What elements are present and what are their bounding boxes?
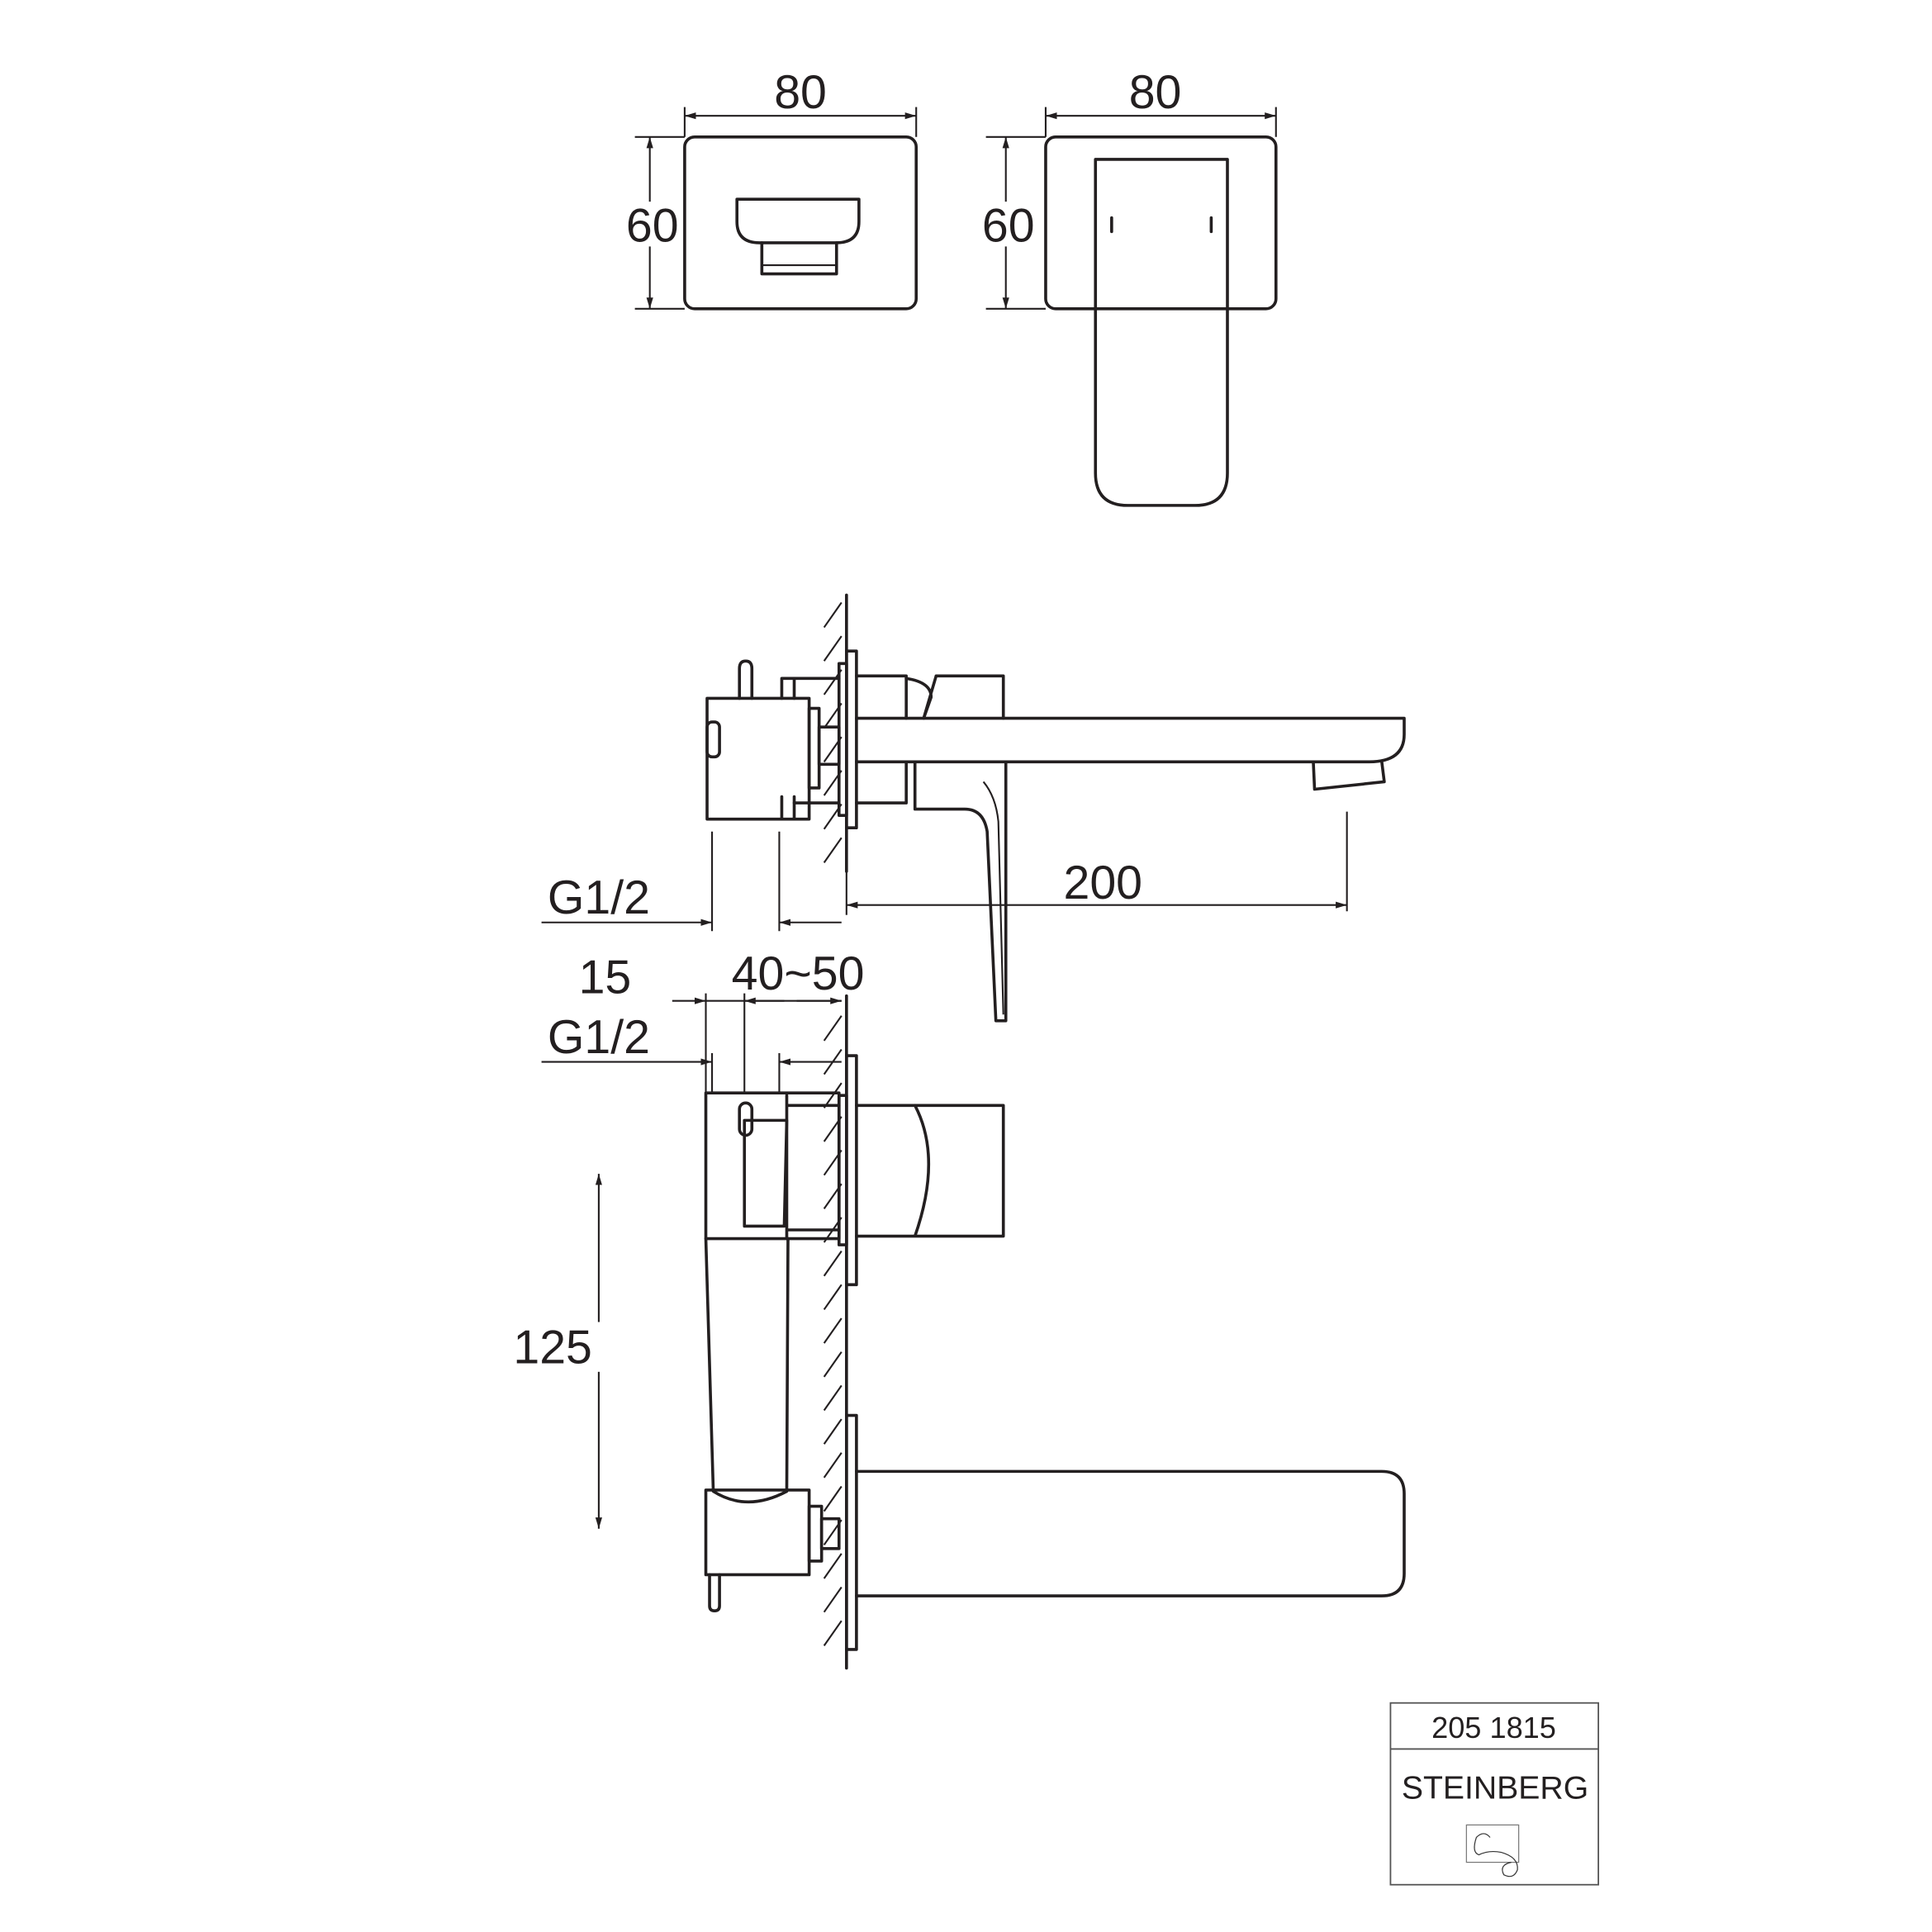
hatch-mark	[823, 837, 843, 864]
hatch-mark	[823, 1082, 843, 1108]
valve-pin	[738, 659, 754, 700]
article-number: 205 1815	[1431, 1711, 1556, 1744]
title-block: 205 1815 STEINBERG	[1389, 1702, 1600, 1886]
spout-neck	[855, 1104, 1005, 1238]
hatch-mark	[823, 1620, 843, 1646]
plan-view	[704, 994, 1406, 1670]
brand-logo-icon	[1465, 1824, 1520, 1877]
spout-wall-plate	[845, 1413, 858, 1651]
hatch-mark	[823, 635, 843, 662]
depth-dimension: 15 40~50	[579, 947, 865, 1094]
spout-body	[1094, 158, 1229, 507]
spout-body	[855, 674, 908, 805]
spout-arm	[855, 716, 1406, 764]
mixer-handle-top	[735, 197, 861, 244]
front-width-label: 80	[774, 66, 827, 119]
hatch-mark	[823, 601, 843, 629]
hatch-mark	[823, 1418, 843, 1445]
spacing-dimension: 125	[505, 1174, 602, 1529]
mixer-lever	[913, 760, 1008, 1023]
hatch-mark	[823, 1452, 843, 1479]
side-connection-label: G1/2	[548, 871, 650, 924]
spout-height-label: 60	[982, 199, 1035, 252]
hatch-mark	[823, 1586, 843, 1613]
hatch-mark	[823, 1015, 843, 1042]
hatch-mark	[823, 1485, 843, 1512]
mixer-handle-stem	[760, 241, 838, 276]
hatch-mark	[823, 1284, 843, 1311]
mixer-cover-plate	[683, 135, 919, 311]
offset-label: 15	[579, 952, 632, 1004]
spout-width-label: 80	[1129, 66, 1182, 119]
mixer-front-view	[683, 135, 919, 311]
spout-height-dimension: 60	[978, 135, 1046, 310]
hatch-mark	[823, 1384, 843, 1412]
hatch-mark	[823, 1048, 843, 1075]
spacing-label: 125	[513, 1321, 592, 1374]
spout-outlet	[1312, 760, 1386, 791]
plan-connection-label: G1/2	[548, 1011, 650, 1064]
hatch-mark	[823, 1351, 843, 1378]
projection-dimension: 200	[845, 811, 1348, 915]
depth-label: 40~50	[732, 947, 865, 1000]
side-view	[705, 593, 1406, 1023]
projection-label: 200	[1064, 857, 1143, 909]
spout-front-view	[1044, 135, 1278, 507]
side-connection-dimension: G1/2	[541, 831, 842, 932]
valve-body	[704, 1091, 841, 1241]
mixer-lever	[704, 1237, 790, 1504]
spout-cover-plate	[1044, 135, 1278, 311]
hatch-mark	[823, 1251, 843, 1277]
front-height-label: 60	[626, 199, 679, 252]
spout-arm	[855, 1469, 1406, 1597]
hatch-mark	[823, 1317, 843, 1344]
front-width-dimension: 80	[683, 66, 918, 137]
plan-connection-dimension: G1/2	[541, 1011, 842, 1094]
brand-name: STEINBERG	[1402, 1771, 1588, 1806]
spout-width-dimension: 80	[1044, 66, 1277, 137]
front-height-dimension: 60	[622, 135, 685, 310]
hatch-mark	[823, 1553, 843, 1579]
